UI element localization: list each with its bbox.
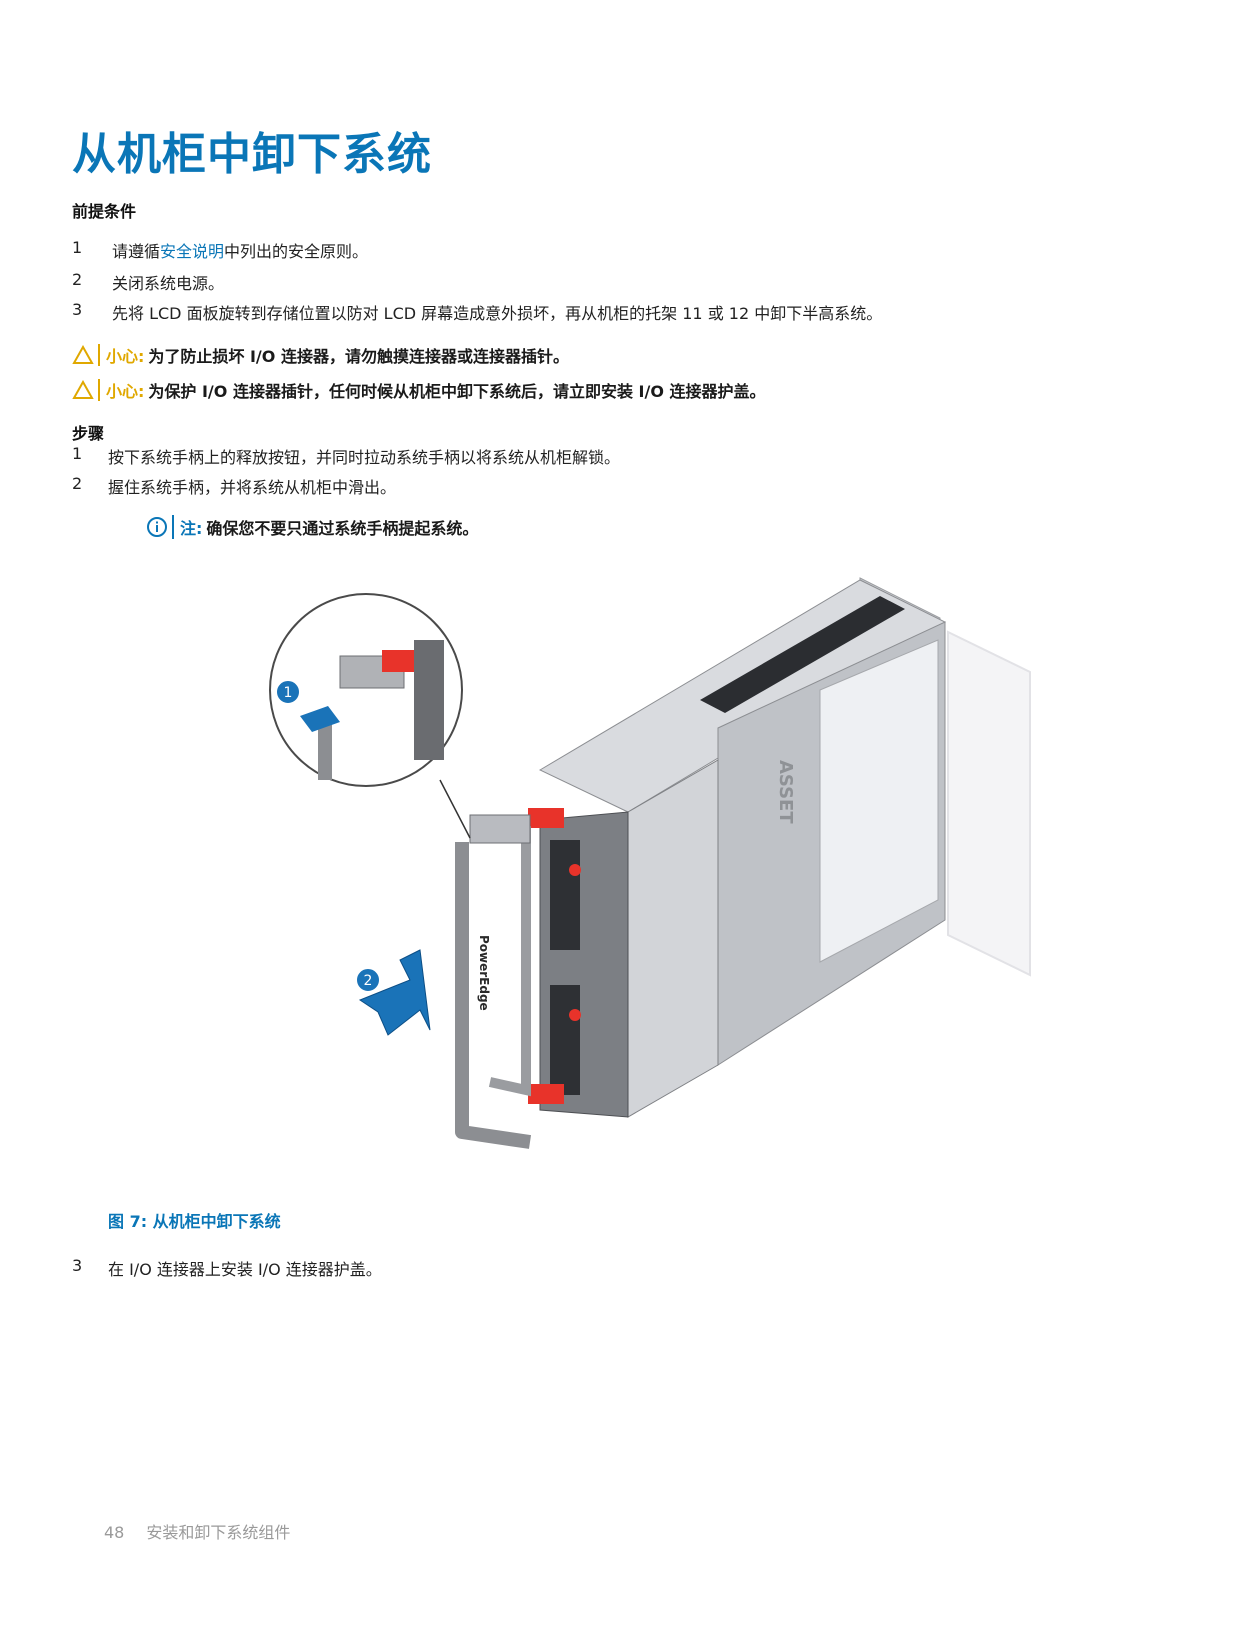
red-latch-bottom: [528, 1084, 564, 1104]
service-label: [819, 639, 939, 963]
list-item: 1 按下系统手柄上的释放按钮，并同时拉动系统手柄以将系统从机柜解锁。: [72, 444, 1072, 467]
list-item: 3 先将 LCD 面板旋转到存储位置以防对 LCD 屏幕造成意外损坏，再从机柜的…: [72, 300, 1172, 323]
server-removal-illustration: ASSET PowerEdge 1 2: [269, 577, 1031, 1149]
list-text: 握住系统手柄，并将系统从机柜中滑出。: [108, 478, 397, 497]
caution-divider: [98, 344, 100, 366]
note-label: 注:: [180, 519, 203, 538]
callout-2: [355, 967, 381, 993]
list-number: 3: [72, 300, 83, 319]
zoom-bezel: [414, 640, 444, 760]
list-text: 在 I/O 连接器上安装 I/O 连接器护盖。: [108, 1260, 382, 1279]
page-title: 从机柜中卸下系统: [72, 129, 432, 180]
callout-1-number: 1: [284, 685, 293, 701]
caution-label: 小心:: [106, 382, 145, 401]
note-notice: 注: 确保您不要只通过系统手柄提起系统。: [146, 515, 478, 539]
list-text: 先将 LCD 面板旋转到存储位置以防对 LCD 屏幕造成意外损坏，再从机柜的托架…: [112, 304, 883, 323]
drive-bay-2: [550, 985, 580, 1095]
caution-notice: 小心: 为了防止损坏 I/O 连接器，请勿触摸连接器或连接器插针。: [72, 343, 569, 367]
note-divider: [172, 515, 174, 539]
caution-notice: 小心: 为保护 I/O 连接器插针，任何时候从机柜中卸下系统后，请立即安装 I/…: [72, 378, 766, 402]
list-text: 按下系统手柄上的释放按钮，并同时拉动系统手柄以将系统从机柜解锁。: [108, 448, 621, 467]
asset-sticker: ASSET: [775, 760, 796, 824]
caution-text: 为了防止损坏 I/O 连接器，请勿触摸连接器或连接器插针。: [148, 347, 569, 366]
red-latch-top: [528, 808, 564, 828]
list-number: 1: [72, 238, 83, 257]
list-item: 2 关闭系统电源。: [72, 270, 1072, 293]
figure-caption: 图 7: 从机柜中卸下系统: [108, 1212, 281, 1231]
list-number: 1: [72, 444, 83, 463]
system-handle[interactable]: [488, 815, 531, 1097]
info-icon: [147, 517, 167, 537]
drive-bay-1: [550, 840, 580, 950]
caution-triangle-icon: [72, 345, 94, 364]
pull-arrow: [358, 949, 431, 1036]
page-number: 48: [104, 1523, 125, 1542]
callout-1: [275, 679, 301, 705]
caution-divider: [98, 379, 100, 401]
safety-instructions-link[interactable]: 安全说明: [160, 242, 225, 261]
top-rail: [700, 596, 905, 713]
zoom-handle: [318, 720, 332, 780]
page-footer: 48 安装和卸下系统组件: [104, 1519, 290, 1543]
drive-led: [569, 1009, 581, 1021]
press-arrow: [300, 706, 340, 732]
brand-label: PowerEdge: [477, 935, 491, 1011]
note-text: 确保您不要只通过系统手柄提起系统。: [206, 519, 479, 538]
list-item: 2 握住系统手柄，并将系统从机柜中滑出。: [72, 474, 1072, 497]
list-number: 2: [72, 474, 83, 493]
list-number: 3: [72, 1256, 83, 1275]
list-item: 3 在 I/O 连接器上安装 I/O 连接器护盖。: [72, 1256, 1072, 1279]
list-text: 关闭系统电源。: [112, 274, 225, 293]
callout-2-number: 2: [364, 973, 373, 989]
prerequisites-heading: 前提条件: [72, 202, 137, 221]
chassis-panel: [947, 630, 1031, 977]
steps-heading: 步骤: [72, 424, 105, 443]
caution-text: 为保护 I/O 连接器插针，任何时候从机柜中卸下系统后，请立即安装 I/O 连接…: [148, 382, 766, 401]
drive-led: [569, 864, 581, 876]
list-item: 1 请遵循安全说明中列出的安全原则。: [72, 238, 1072, 261]
section-title: 安装和卸下系统组件: [146, 1523, 291, 1542]
release-button-housing: [469, 814, 531, 844]
list-text: 请遵循安全说明中列出的安全原则。: [112, 242, 369, 261]
caution-label: 小心:: [106, 347, 145, 366]
list-number: 2: [72, 270, 83, 289]
sled-front-inner: [627, 759, 719, 1118]
zoom-leader-line: [439, 779, 471, 839]
caution-triangle-icon: [72, 380, 94, 399]
handle-grip[interactable]: [455, 842, 532, 1149]
